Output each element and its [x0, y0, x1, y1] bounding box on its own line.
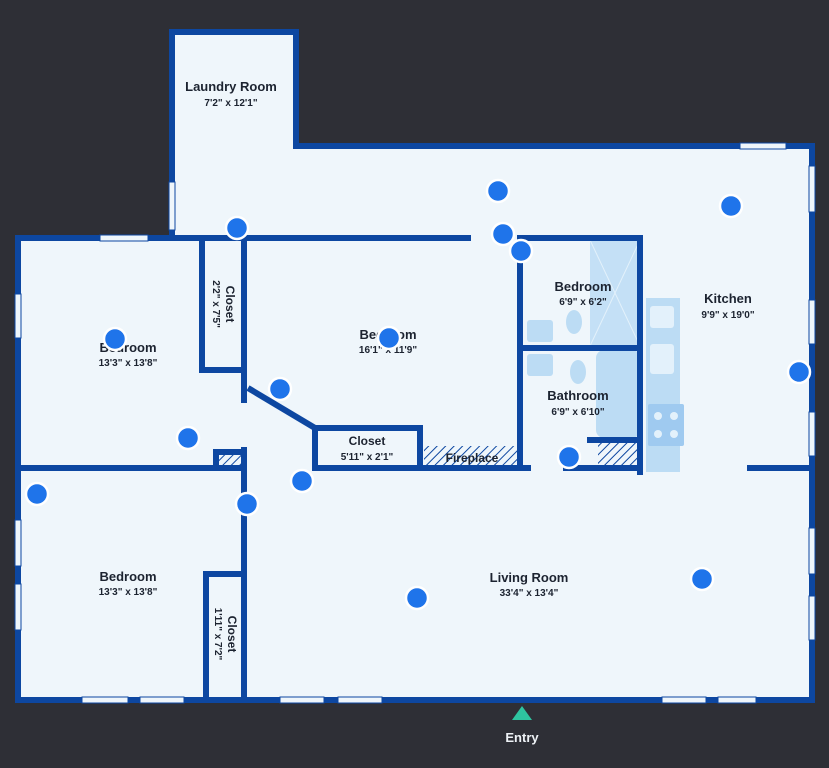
room-living: Living Room 33'4" x 13'4" — [490, 570, 569, 599]
camera-viewpoint-pin-icon[interactable] — [24, 481, 50, 507]
fixtures — [219, 239, 684, 472]
bathtub-fixture — [596, 350, 640, 438]
room-dimensions: 2'2" x 7'5" — [210, 280, 221, 328]
room-name: Laundry Room — [185, 79, 277, 94]
room-bedroom-small: Bedroom 6'9" x 6'2" — [554, 279, 611, 308]
room-name: Closet — [223, 286, 237, 323]
room-bedroom-lower-left: Bedroom 13'3" x 13'8" — [99, 569, 158, 598]
room-closet-upper: Closet 2'2" x 7'5" — [210, 280, 237, 328]
kitchen-sink — [650, 344, 674, 374]
camera-viewpoint-pin-icon[interactable] — [485, 178, 511, 204]
entry-marker[interactable]: Entry — [505, 706, 539, 745]
entry-label: Entry — [505, 730, 539, 745]
camera-viewpoint-pin-icon[interactable] — [376, 325, 402, 351]
camera-viewpoint-pin-icon[interactable] — [508, 238, 534, 264]
sink-fixture — [527, 354, 553, 376]
room-dimensions: 9'9" x 19'0" — [701, 310, 754, 321]
room-dimensions: 6'9" x 6'2" — [559, 297, 607, 308]
camera-viewpoint-pin-icon[interactable] — [234, 491, 260, 517]
angled-wall — [246, 385, 317, 431]
room-dimensions: 5'11" x 2'1" — [341, 452, 394, 463]
room-kitchen: Kitchen 9'9" x 19'0" — [701, 291, 754, 321]
room-dimensions: 16'1" x 11'9" — [359, 345, 417, 356]
viewpoint-pins — [24, 178, 812, 611]
stove-fixture — [648, 404, 684, 446]
room-closet-center: Closet 5'11" x 2'1" — [341, 434, 394, 463]
room-name: Living Room — [490, 570, 569, 585]
room-name: Fireplace — [446, 451, 499, 465]
toilet-fixture — [570, 360, 586, 384]
camera-viewpoint-pin-icon[interactable] — [289, 468, 315, 494]
kitchen-sink — [650, 306, 674, 328]
camera-viewpoint-pin-icon[interactable] — [556, 444, 582, 470]
entry-arrow-icon[interactable] — [512, 706, 532, 720]
room-laundry: Laundry Room 7'2" x 12'1" — [185, 79, 277, 109]
camera-viewpoint-pin-icon[interactable] — [689, 566, 715, 592]
room-dimensions: 6'9" x 6'10" — [551, 407, 604, 418]
room-closet-lower: Closet 1'11" x 7'2" — [212, 608, 239, 661]
room-dimensions: 13'3" x 13'8" — [99, 587, 158, 598]
camera-viewpoint-pin-icon[interactable] — [102, 326, 128, 352]
camera-viewpoint-pin-icon[interactable] — [718, 193, 744, 219]
room-name: Bedroom — [99, 569, 156, 584]
fireplace-hatch — [424, 446, 520, 468]
toilet-fixture — [566, 310, 582, 334]
room-name: Bedroom — [554, 279, 611, 294]
camera-viewpoint-pin-icon[interactable] — [786, 359, 812, 385]
camera-viewpoint-pin-icon[interactable] — [404, 585, 430, 611]
room-dimensions: 1'11" x 7'2" — [212, 608, 223, 661]
room-dimensions: 13'3" x 13'8" — [99, 358, 158, 369]
room-bathroom: Bathroom 6'9" x 6'10" — [547, 388, 608, 418]
camera-viewpoint-pin-icon[interactable] — [224, 215, 250, 241]
camera-viewpoint-pin-icon[interactable] — [490, 221, 516, 247]
room-dimensions: 7'2" x 12'1" — [204, 98, 257, 109]
room-fireplace: Fireplace — [446, 451, 499, 465]
sink-fixture — [527, 320, 553, 342]
camera-viewpoint-pin-icon[interactable] — [175, 425, 201, 451]
room-name: Closet — [225, 616, 239, 653]
room-dimensions: 33'4" x 13'4" — [500, 588, 559, 599]
windows — [14, 142, 816, 704]
room-name: Kitchen — [704, 291, 752, 306]
room-name: Closet — [349, 434, 386, 448]
camera-viewpoint-pin-icon[interactable] — [267, 376, 293, 402]
room-name: Bathroom — [547, 388, 608, 403]
